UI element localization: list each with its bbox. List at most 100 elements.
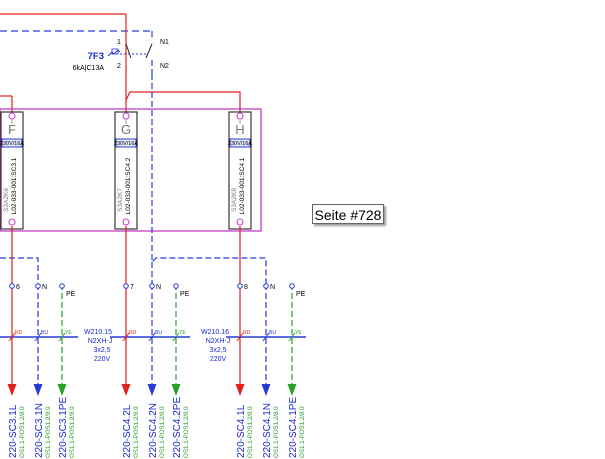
output-ref: OS1.1-POS1.2/8.0 xyxy=(19,406,26,458)
output-signal[interactable]: 220-SC3.1L xyxy=(8,404,19,458)
breaker-rating: 6kA|C13A xyxy=(73,65,105,72)
output-ref: OS1.1-POS1.2/8.0 xyxy=(133,406,140,458)
cable-type: N2XH-J xyxy=(88,338,113,345)
module-bottom-terminal xyxy=(236,218,244,226)
terminal-label: N xyxy=(156,284,161,291)
wire-color-label: RD xyxy=(15,330,23,336)
module-rating: 230V/16A xyxy=(114,141,138,147)
arrow-icon xyxy=(121,384,131,396)
arrow-icon xyxy=(33,384,43,396)
cable-name: W210.15 xyxy=(84,329,112,336)
cable-voltage: 220V xyxy=(210,356,227,363)
module-letter: F xyxy=(8,122,16,137)
cable-tick xyxy=(58,332,66,342)
arrow-icon xyxy=(147,384,157,396)
phase-branch-to-H xyxy=(125,91,241,112)
module-top-terminal xyxy=(8,112,16,120)
wire-color-label: YE xyxy=(295,330,302,336)
wire-color-label: YE xyxy=(65,330,72,336)
module-id: S3A2K6 xyxy=(3,188,10,212)
wire-color-label: RD xyxy=(129,330,137,336)
output-signal[interactable]: 220-SC4.1L xyxy=(236,404,247,458)
arrow-icon xyxy=(7,384,17,396)
arrow-icon xyxy=(235,384,245,396)
cable-tick xyxy=(8,332,16,342)
output-ref: OS1.1-POS1.2/8.0 xyxy=(45,406,52,458)
cable-voltage: 220V xyxy=(94,356,111,363)
terminal-point xyxy=(149,283,155,289)
terminal-label: N xyxy=(42,284,47,291)
output-signal[interactable]: 220-SC3.1PE xyxy=(58,397,69,458)
terminal-label: PE xyxy=(180,291,190,298)
arrow-icon xyxy=(57,384,67,396)
output-signal[interactable]: 220-SC4.2L xyxy=(122,404,133,458)
module-top-terminal xyxy=(122,112,130,120)
terminal-point xyxy=(263,283,269,289)
module-id: S3A2K7 xyxy=(117,188,124,212)
cable-type: N2XH-J xyxy=(206,338,231,345)
module-id: S3A2K8 xyxy=(231,188,238,212)
wire-color-label: BU xyxy=(41,330,48,336)
breaker-7F3[interactable]: 7F3 6kA|C13A 1 2 N1 N2 xyxy=(73,39,169,74)
breaker-tag: 7F3 xyxy=(88,51,104,62)
output-signal[interactable]: 220-SC3.1N xyxy=(34,403,45,458)
output-ref: OS1.1-POS1.2/8.0 xyxy=(299,406,306,458)
module-rating: 230V/16A xyxy=(228,141,252,147)
module-bottom-terminal xyxy=(122,218,130,226)
module-rating-box xyxy=(1,138,23,148)
cable-W210-15[interactable]: W210.15 N2XH-J 3x2,5 220V xyxy=(84,329,112,363)
output-signal[interactable]: 220-SC4.2N xyxy=(148,403,159,458)
module-group-outline xyxy=(0,108,262,232)
terminal-point xyxy=(173,283,179,289)
output-signal[interactable]: 220-SC4.1PE xyxy=(288,397,299,458)
breaker-terminal-N1: N1 xyxy=(160,39,169,46)
page-label[interactable]: Seite #728 xyxy=(312,204,384,224)
cable-tick xyxy=(148,332,156,342)
terminal-point xyxy=(237,283,243,289)
terminal-label: 8 xyxy=(244,284,248,291)
module-code: L02-033-001:SC4.2 xyxy=(125,157,132,214)
terminal-label: N xyxy=(270,284,275,291)
terminal-point xyxy=(123,283,129,289)
cable-tick xyxy=(236,332,244,342)
breaker-neutral-contact xyxy=(145,43,153,59)
terminal-point xyxy=(289,283,295,289)
output-ref: OS1.1-POS1.2/8.0 xyxy=(273,406,280,458)
breaker-terminal-2: 2 xyxy=(117,63,121,70)
terminal-point xyxy=(9,283,15,289)
cable-section: 3x2,5 xyxy=(93,347,110,354)
cable-W210-16[interactable]: W210.16 N2XH-J 3x2,5 220V xyxy=(201,329,230,363)
output-ref: OS1.1-POS1.2/8.0 xyxy=(159,406,166,458)
terminal-label: PE xyxy=(296,291,306,298)
arrow-icon xyxy=(171,384,181,396)
module-rating: 230V/16A xyxy=(0,141,24,147)
cable-tick xyxy=(122,332,130,342)
module-rating-box xyxy=(229,138,251,148)
output-signal[interactable]: 220-SC4.2PE xyxy=(172,397,183,458)
output-ref: OS1.1-POS1.2/8.0 xyxy=(69,406,76,458)
arrow-icon xyxy=(261,384,271,396)
terminal-label: PE xyxy=(66,291,76,298)
neutral-rail-sc4 xyxy=(151,74,267,284)
wire-color-label: BU xyxy=(269,330,276,336)
cable-tick xyxy=(172,332,180,342)
cable-name: W210.16 xyxy=(201,329,229,336)
neutral-rail-sc3 xyxy=(0,257,39,284)
cable-tick xyxy=(262,332,270,342)
module-letter: H xyxy=(235,122,244,137)
module-top-terminal xyxy=(236,112,244,120)
top-supply-lines xyxy=(0,13,153,112)
output-ref: OS1.1-POS1.2/8.0 xyxy=(183,406,190,458)
breaker-terminal-1: 1 xyxy=(117,39,121,46)
module-code: L02-033-001:SC4.1 xyxy=(239,157,246,214)
module-code: L02-033-001:SC3.1 xyxy=(11,157,18,214)
arrow-icon xyxy=(287,384,297,396)
cable-tick xyxy=(288,332,296,342)
output-signal[interactable]: 220-SC4.1N xyxy=(262,403,273,458)
terminal-point xyxy=(35,283,41,289)
